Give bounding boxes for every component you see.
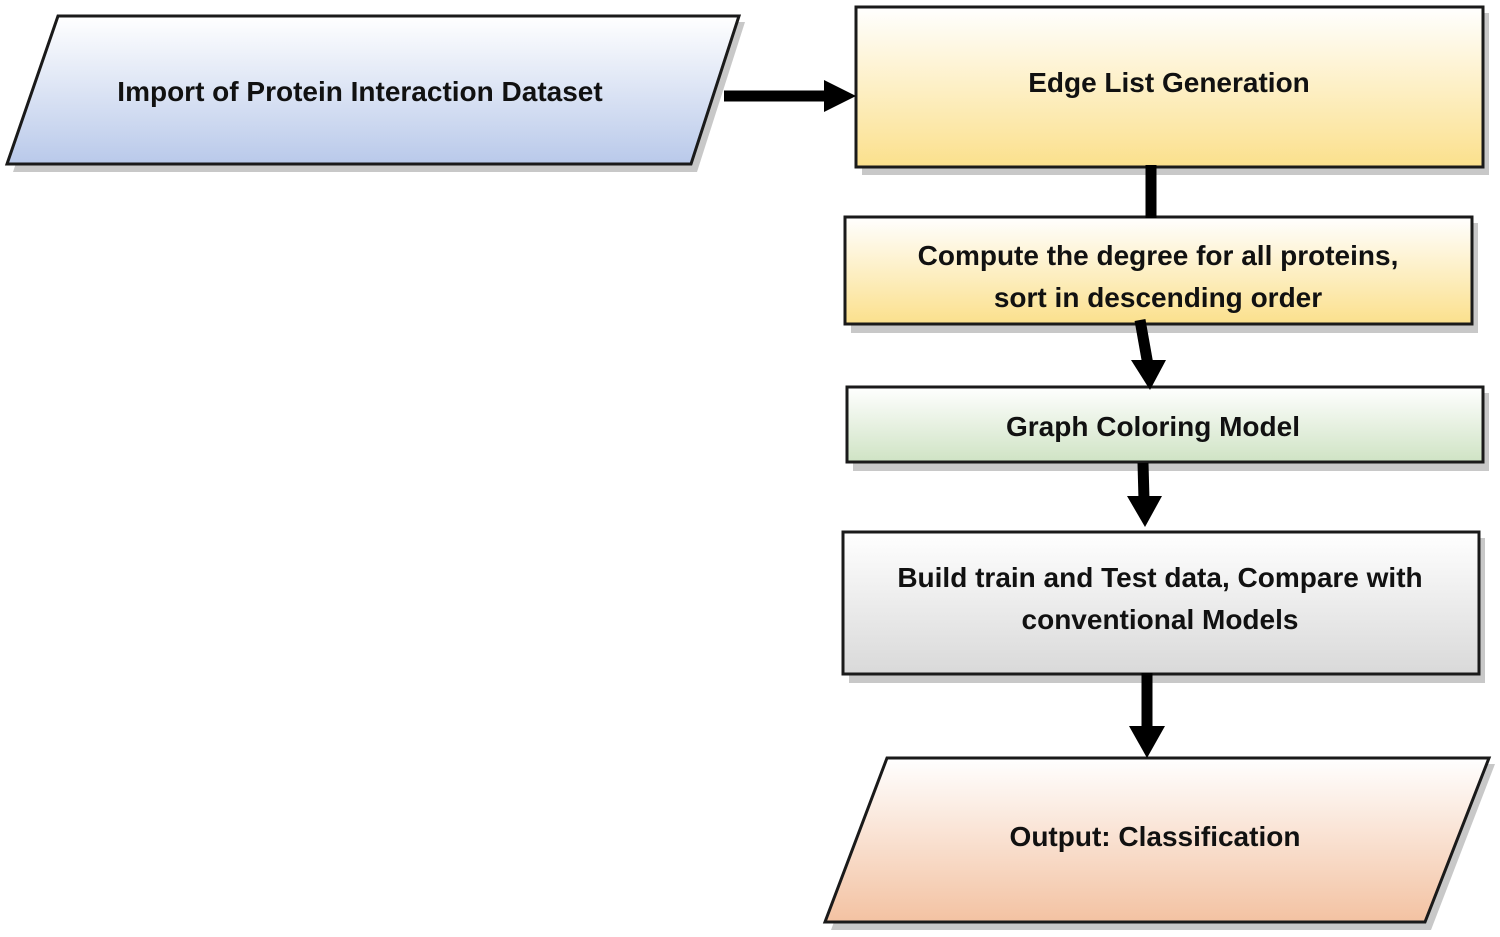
edge-list-shape: [854, 5, 1485, 169]
node-graph-coloring: Graph Coloring Model: [845, 385, 1489, 471]
build-train-test-shape: [841, 530, 1481, 676]
compute-degree-line1: Compute the degree for all proteins,: [918, 240, 1399, 271]
compute-degree-line2: sort in descending order: [994, 282, 1322, 313]
node-output: Output: Classification: [822, 756, 1495, 930]
import-dataset-shape: [4, 14, 742, 166]
edge-graph-coloring-to-build-train-test: [1127, 462, 1162, 527]
edge-compute-degree-to-graph-coloring: [1131, 319, 1166, 390]
build-train-test-line2: conventional Models: [1022, 604, 1299, 635]
edge-build-train-test-to-output: [1129, 673, 1165, 758]
output-label: Output: Classification: [1010, 821, 1301, 852]
connector-line: [1134, 319, 1154, 366]
build-train-test-line1: Build train and Test data, Compare with: [897, 562, 1422, 593]
compute-degree-shape: [843, 215, 1474, 326]
graph-coloring-shape: [845, 385, 1485, 464]
graph-coloring-label: Graph Coloring Model: [1006, 411, 1300, 442]
edge-import-to-edge-list: [724, 80, 856, 112]
arrowhead-icon: [1127, 496, 1162, 527]
arrowhead-icon: [824, 80, 856, 112]
output-shape: [822, 756, 1492, 924]
connector-line: [1137, 462, 1150, 501]
node-import-dataset: Import of Protein Interaction Dataset: [4, 14, 745, 172]
arrowhead-icon: [1131, 360, 1166, 390]
node-edge-list: Edge List Generation: [854, 5, 1489, 175]
node-build-train-test: Build train and Test data, Compare with …: [841, 530, 1485, 683]
arrowhead-icon: [1129, 726, 1165, 758]
node-compute-degree: Compute the degree for all proteins, sor…: [843, 215, 1478, 333]
import-dataset-label: Import of Protein Interaction Dataset: [117, 76, 602, 107]
edge-list-label: Edge List Generation: [1028, 67, 1310, 98]
